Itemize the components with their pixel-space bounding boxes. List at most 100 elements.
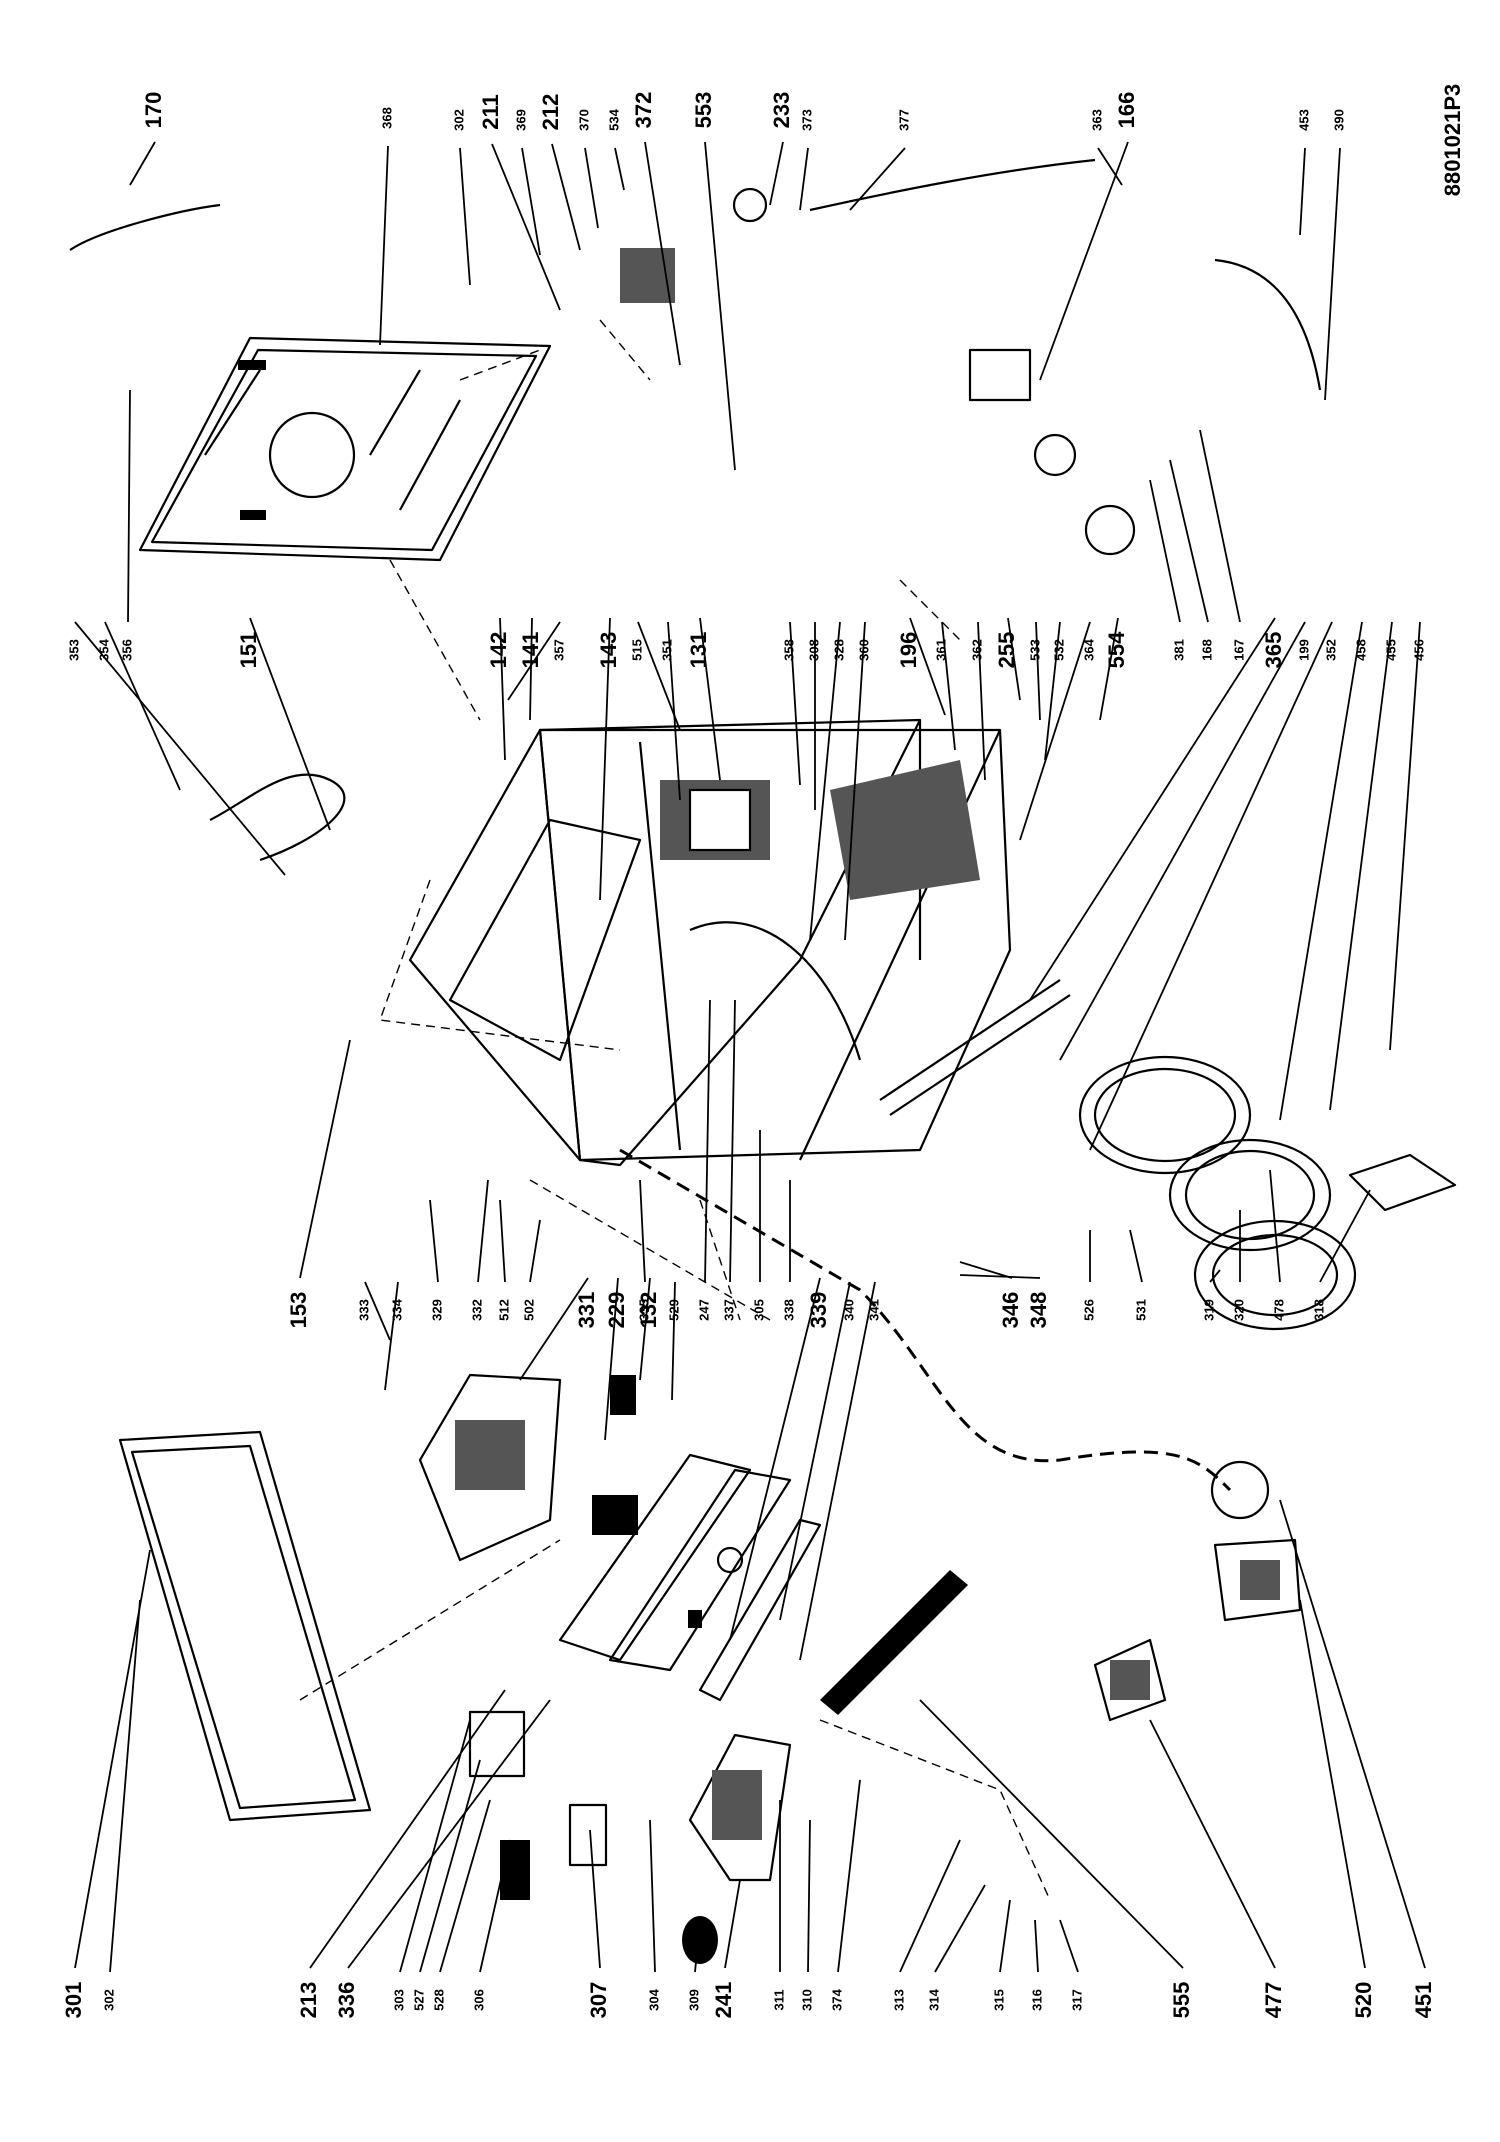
leader-line-241: [724, 1879, 741, 1969]
leader-line-153: [299, 1039, 351, 1279]
leader-line-331: [519, 1277, 589, 1381]
callout-301: 301: [61, 1982, 86, 2019]
leader-line-533: [1035, 621, 1041, 721]
leader-line-301: [74, 1549, 151, 1969]
leader-line-213: [309, 1689, 506, 1969]
callout-211: 211: [478, 94, 503, 130]
leader-line-346: [959, 1261, 1013, 1279]
leader-line-353: [74, 621, 286, 876]
leader-line-132: [639, 1277, 651, 1381]
callout-515: 515: [629, 639, 644, 661]
callout-356: 356: [119, 639, 134, 661]
callout-303: 303: [391, 1989, 406, 2011]
hose-377-drawing: [809, 158, 1096, 212]
hose-170-drawing: [69, 203, 221, 251]
callout-339: 339: [806, 1292, 831, 1329]
leader-line-142: [499, 617, 506, 761]
callout-141: 141: [518, 632, 543, 669]
callout-328: 328: [831, 639, 846, 661]
callout-317: 317: [1069, 1989, 1084, 2011]
leader-line-477: [1149, 1719, 1276, 1969]
cabinet-frame-drawing: [408, 718, 1071, 1167]
callout-390: 390: [1331, 109, 1346, 131]
callout-346: 346: [998, 1292, 1023, 1329]
callout-331: 331: [574, 1292, 599, 1329]
leader-line-357: [507, 621, 561, 701]
leader-line-531: [1129, 1229, 1143, 1283]
control-panel-drawing: [558, 1453, 822, 1702]
callout-478: 478: [1271, 1299, 1286, 1321]
leader-line-329: [429, 1199, 439, 1283]
leader-line-314: [934, 1884, 986, 1973]
leader-line-368: [379, 145, 389, 346]
callout-368: 368: [379, 107, 394, 129]
callout-332: 332: [469, 1299, 484, 1321]
programmer-229-drawing: [592, 1495, 638, 1535]
callout-302: 302: [101, 1989, 116, 2011]
callout-132: 132: [636, 1292, 661, 1329]
pulley-168-drawing: [1084, 504, 1136, 556]
leader-line-502: [529, 1219, 541, 1283]
callout-341: 341: [866, 1299, 881, 1321]
leader-line-363: [1097, 147, 1123, 186]
callout-333: 333: [356, 1299, 371, 1321]
callout-532: 532: [1051, 639, 1066, 661]
callout-456: 456: [1411, 639, 1426, 661]
leader-line-528: [439, 1799, 491, 1973]
back-panel-368-drawing: [138, 336, 552, 562]
callout-502: 502: [521, 1299, 536, 1321]
callout-526: 526: [1081, 1299, 1096, 1321]
leader-line-229: [604, 1277, 619, 1441]
leader-line-151: [249, 617, 331, 831]
callout-381: 381: [1171, 639, 1186, 661]
callout-338: 338: [781, 1299, 796, 1321]
leader-line-166: [1039, 141, 1129, 381]
tub-331-drawing: [418, 1373, 562, 1562]
valve-166-drawing: [968, 348, 1032, 402]
leader-line-370: [584, 147, 599, 229]
top-cover-301-drawing: [118, 1430, 372, 1822]
callout-304: 304: [646, 1988, 661, 2010]
callout-453: 453: [1296, 109, 1311, 131]
leader-line-456: [1389, 621, 1421, 1051]
callout-555: 555: [1169, 1982, 1194, 2019]
leader-line-554: [1099, 617, 1119, 721]
cup-309-drawing: [682, 1916, 718, 1964]
callout-329: 329: [429, 1299, 444, 1321]
leader-line-247: [704, 999, 711, 1283]
leader-line-255: [1007, 617, 1021, 701]
callout-554: 554: [1104, 631, 1129, 668]
leader-line-515: [637, 621, 681, 731]
leader-line-333: [364, 1281, 391, 1341]
leader-line-390: [1324, 147, 1341, 401]
callout-370: 370: [576, 109, 591, 131]
leader-line-334: [384, 1281, 399, 1391]
callout-212: 212: [538, 94, 563, 131]
callout-131: 131: [686, 632, 711, 669]
callout-553: 553: [691, 92, 716, 129]
callout-451: 451: [1411, 1982, 1436, 2019]
leader-line-478: [1269, 1169, 1281, 1283]
callout-233: 233: [769, 92, 794, 129]
callout-527: 527: [411, 1989, 426, 2011]
dashed-connectors: [299, 319, 1232, 1901]
leader-line-458: [1279, 621, 1363, 1121]
callout-309: 309: [686, 1989, 701, 2011]
callout-531: 531: [1133, 1299, 1148, 1321]
callout-229: 229: [604, 1292, 629, 1329]
callout-455: 455: [1383, 639, 1398, 661]
leader-line-358: [789, 621, 801, 786]
callout-308: 308: [806, 639, 821, 661]
callout-306: 306: [471, 1989, 486, 2011]
callout-334: 334: [389, 1298, 404, 1320]
leader-line-354: [104, 621, 181, 791]
callout-302: 302: [451, 109, 466, 131]
callout-364: 364: [1081, 638, 1096, 660]
callout-318: 318: [1311, 1299, 1326, 1321]
leader-line-365: [1029, 617, 1276, 1001]
leader-line-455: [1329, 621, 1393, 1111]
leader-line-362: [977, 621, 986, 781]
callout-170: 170: [141, 92, 166, 129]
